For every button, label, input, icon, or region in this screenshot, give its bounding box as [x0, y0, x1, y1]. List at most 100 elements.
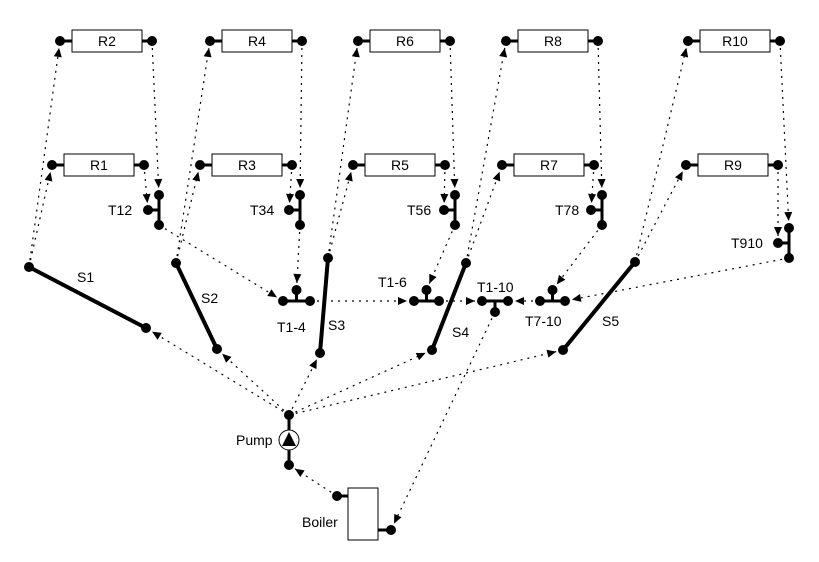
radiator-body[interactable] [364, 153, 436, 177]
pipe-outlet-port[interactable] [24, 262, 34, 272]
radiator-body[interactable] [517, 29, 589, 53]
radiator-outlet-port[interactable] [287, 160, 297, 170]
radiator-r3[interactable]: R3 [195, 153, 297, 177]
tee-port-left[interactable] [535, 296, 545, 306]
connection[interactable] [440, 164, 449, 204]
connection[interactable] [588, 164, 597, 204]
connection-line[interactable] [393, 311, 496, 524]
connection[interactable] [465, 171, 501, 264]
pipe-segment[interactable] [318, 256, 330, 355]
connection-line[interactable] [288, 352, 426, 416]
pipe-segment[interactable] [174, 261, 219, 351]
radiator-r6[interactable]: R6 [353, 29, 455, 53]
tee-port-left[interactable] [278, 296, 288, 306]
connection[interactable] [428, 224, 456, 284]
radiator-r1[interactable]: R1 [47, 153, 149, 177]
tee-port-right[interactable] [503, 296, 513, 306]
radiator-body[interactable] [513, 153, 585, 177]
supply-pipe-s1[interactable]: S1 [24, 262, 151, 333]
radiator-body[interactable] [63, 153, 135, 177]
pipe-inlet-port[interactable] [558, 345, 568, 355]
pipe-inlet-port[interactable] [212, 344, 222, 354]
connection[interactable] [774, 165, 782, 236]
connection[interactable] [175, 171, 201, 264]
radiator-inlet-port[interactable] [683, 36, 693, 46]
tee-port-b[interactable] [450, 190, 460, 200]
connection-line[interactable] [151, 40, 160, 189]
tee-port-left[interactable] [477, 296, 487, 306]
tee-t1-6[interactable]: T1-6 [378, 274, 444, 306]
radiator-r5[interactable]: R5 [348, 153, 450, 177]
radiator-inlet-port[interactable] [205, 36, 215, 46]
connection[interactable] [288, 349, 557, 416]
connection[interactable] [288, 352, 426, 416]
pipe-inlet-port[interactable] [141, 323, 151, 333]
connection-line[interactable] [175, 171, 199, 264]
connection-line[interactable] [288, 358, 318, 416]
tee-port-a[interactable] [439, 205, 449, 215]
pipe-outlet-port[interactable] [171, 258, 181, 268]
radiator-body[interactable] [699, 29, 771, 53]
connection[interactable] [151, 331, 290, 416]
radiator-body[interactable] [697, 153, 769, 177]
radiator-inlet-port[interactable] [353, 36, 363, 46]
radiator-inlet-port[interactable] [55, 36, 65, 46]
connection-line[interactable] [571, 257, 790, 301]
supply-pipe-s4[interactable]: S4 [427, 258, 471, 355]
pipe-segment[interactable] [27, 265, 148, 330]
tee-port-a[interactable] [143, 205, 153, 215]
tee-port-right[interactable] [434, 296, 444, 306]
connection-line[interactable] [779, 40, 790, 222]
radiator-inlet-port[interactable] [501, 36, 511, 46]
tee-outlet-port[interactable] [450, 220, 460, 230]
connection[interactable] [288, 358, 318, 416]
radiator-r8[interactable]: R8 [501, 29, 603, 53]
radiator-outlet-port[interactable] [139, 160, 149, 170]
connection[interactable] [327, 47, 360, 259]
pipe-outlet-port[interactable] [630, 257, 640, 267]
tee-t910[interactable]: T910 [731, 223, 794, 263]
tee-outlet-port[interactable] [154, 220, 164, 230]
boiler[interactable]: Boiler [302, 487, 396, 541]
connection-line[interactable] [465, 171, 501, 264]
tee-t34[interactable]: T34 [250, 190, 305, 230]
connection[interactable] [327, 171, 353, 259]
tee-outlet-port[interactable] [784, 253, 794, 263]
connection[interactable] [634, 170, 684, 263]
connection-line[interactable] [428, 224, 456, 284]
connection-line[interactable] [294, 468, 338, 497]
radiator-outlet-port[interactable] [775, 36, 785, 46]
connection[interactable] [293, 224, 302, 284]
tee-t1-10[interactable]: T1-10 [477, 279, 514, 317]
pipe-segment[interactable] [430, 261, 468, 352]
connection[interactable] [465, 47, 508, 264]
radiator-r10[interactable]: R10 [683, 29, 785, 53]
connection-line[interactable] [299, 40, 303, 189]
radiator-r4[interactable]: R4 [205, 29, 307, 53]
connection[interactable] [779, 40, 793, 222]
connection[interactable] [151, 40, 163, 189]
tee-port-stub[interactable] [291, 285, 302, 295]
radiator-body[interactable] [211, 153, 283, 177]
pipe-segment[interactable] [561, 260, 637, 352]
connection-line[interactable] [151, 331, 290, 416]
pipe-inlet-port[interactable] [315, 348, 325, 358]
boiler-inlet-port[interactable] [386, 525, 396, 535]
radiator-outlet-port[interactable] [445, 36, 455, 46]
tee-port-b[interactable] [597, 190, 607, 200]
connection[interactable] [393, 311, 496, 524]
radiator-body[interactable] [221, 29, 293, 53]
radiator-outlet-port[interactable] [147, 36, 157, 46]
connection[interactable] [175, 47, 212, 264]
radiator-outlet-port[interactable] [297, 36, 307, 46]
tee-port-right[interactable] [305, 296, 315, 306]
radiator-r2[interactable]: R2 [55, 29, 157, 53]
tee-t7-10[interactable]: T7-10 [525, 285, 570, 329]
connection[interactable] [158, 224, 278, 298]
tee-port-b[interactable] [154, 190, 164, 200]
tee-port-right[interactable] [560, 296, 570, 306]
tee-outlet-port[interactable] [295, 220, 305, 230]
boiler-body[interactable] [347, 487, 379, 541]
supply-pipe-s5[interactable]: S5 [558, 257, 640, 355]
pipe-outlet-port[interactable] [323, 253, 333, 263]
